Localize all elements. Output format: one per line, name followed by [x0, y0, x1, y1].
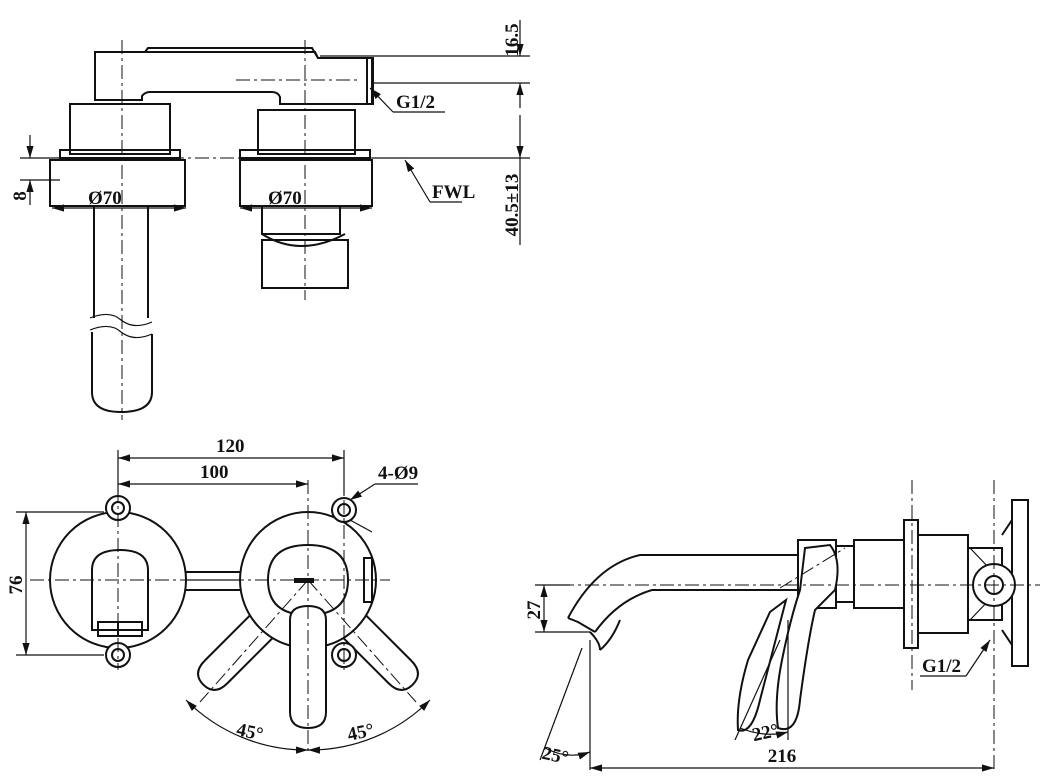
fwl-label: FWL: [432, 182, 475, 203]
top-view: 16.5 G1/2 40.5±13 FWL Ø70 Ø70 8: [10, 20, 530, 420]
front-view: 120 100 4-Ø9 76 45° 45°: [6, 436, 431, 755]
thread-label-side: G1/2: [922, 656, 961, 677]
dim-thickness: 8: [10, 191, 31, 201]
dim-projection: 216: [768, 746, 797, 767]
dim-flange-left: Ø70: [88, 188, 122, 209]
angle-handle: 22°: [750, 720, 780, 746]
angle-spout: 25°: [540, 743, 570, 769]
dim-height-top: 16.5: [502, 23, 523, 56]
angle-left: 45°: [235, 719, 265, 745]
dim-height: 76: [6, 576, 27, 595]
dim-outer-spacing: 120: [216, 436, 245, 457]
side-view: 27 25° 22° 216 G1/2: [524, 480, 1040, 772]
angle-right: 45°: [346, 720, 376, 746]
dim-outlet: 27: [524, 600, 545, 620]
thread-label-top: G1/2: [396, 92, 435, 113]
dim-center-spacing: 100: [200, 462, 229, 483]
dim-adjust: 40.5±13: [502, 174, 523, 237]
dim-flange-right: Ø70: [268, 188, 302, 209]
hole-callout: 4-Ø9: [378, 463, 418, 484]
